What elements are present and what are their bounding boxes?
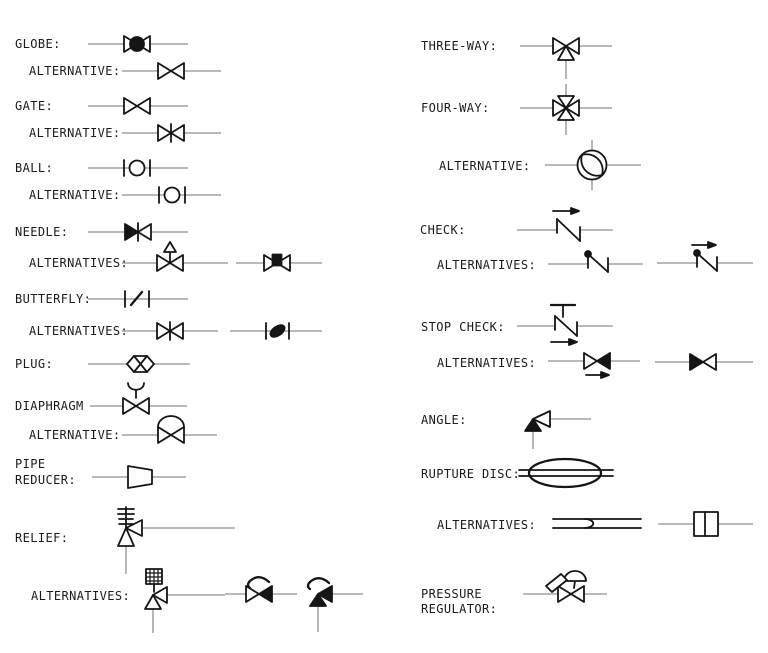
ball-alt-label: ALTERNATIVE: bbox=[29, 188, 121, 202]
ball-valve-alt-icon bbox=[122, 186, 221, 204]
needle-valve-icon bbox=[88, 222, 188, 242]
pressure-regulator-row: PRESSURE REGULATOR: bbox=[421, 570, 607, 616]
relief-valve-alt1-icon bbox=[144, 568, 225, 633]
gate-row: GATE: bbox=[15, 97, 188, 115]
check-row: CHECK: bbox=[420, 207, 613, 242]
needle-row: NEEDLE: bbox=[15, 222, 188, 242]
check-valve-alt1-icon bbox=[548, 250, 643, 273]
rupture-disc-alt1-icon bbox=[552, 518, 642, 529]
needle-valve-alt2-icon bbox=[236, 253, 322, 272]
diaphragm-alt-label: ALTERNATIVE: bbox=[29, 428, 121, 442]
ball-row: BALL: bbox=[15, 159, 188, 177]
ball-valve-icon bbox=[88, 159, 188, 177]
gate-alt-row: ALTERNATIVE: bbox=[29, 123, 221, 143]
pressure-regulator-label-2: REGULATOR: bbox=[421, 602, 497, 616]
relief-row: RELIEF: bbox=[15, 506, 235, 574]
plug-label: PLUG: bbox=[15, 357, 53, 371]
check-label: CHECK: bbox=[420, 223, 466, 237]
rupture-disc-row: RUPTURE DISC: bbox=[421, 457, 614, 489]
stop-check-row: STOP CHECK: bbox=[421, 303, 613, 346]
relief-alts-label: ALTERNATIVES: bbox=[31, 589, 130, 603]
needle-alts-label: ALTERNATIVES: bbox=[29, 256, 128, 270]
rupture-disc-alts-row: ALTERNATIVES: bbox=[437, 511, 753, 537]
stop-check-valve-icon bbox=[517, 303, 613, 346]
four-way-alt-label: ALTERNATIVE: bbox=[439, 159, 531, 173]
three-way-row: THREE-WAY: bbox=[421, 37, 612, 79]
needle-valve-alt1-icon bbox=[122, 241, 228, 272]
diaphragm-valve-icon bbox=[90, 382, 187, 415]
butterfly-alts-label: ALTERNATIVES: bbox=[29, 324, 128, 338]
ball-alt-row: ALTERNATIVE: bbox=[29, 186, 221, 204]
relief-valve-icon bbox=[117, 506, 235, 574]
check-valve-icon bbox=[517, 207, 613, 242]
check-alts-row: ALTERNATIVES: bbox=[437, 241, 753, 273]
diaphragm-row: DIAPHRAGM bbox=[15, 382, 187, 415]
ball-label: BALL: bbox=[15, 161, 53, 175]
diaphragm-valve-alt-icon bbox=[122, 415, 217, 444]
diaphragm-alt-row: ALTERNATIVE: bbox=[29, 415, 217, 444]
rupture-disc-alt2-icon bbox=[658, 511, 753, 537]
check-valve-alt2-icon bbox=[657, 241, 753, 272]
butterfly-valve-alt1-icon bbox=[122, 321, 218, 341]
needle-alts-row: ALTERNATIVES: bbox=[29, 241, 322, 272]
gate-label: GATE: bbox=[15, 99, 53, 113]
butterfly-label: BUTTERFLY: bbox=[15, 292, 91, 306]
globe-row: GLOBE: bbox=[15, 35, 188, 53]
gate-alt-label: ALTERNATIVE: bbox=[29, 126, 121, 140]
three-way-valve-icon bbox=[520, 37, 612, 79]
pipe-reducer-label-2: REDUCER: bbox=[15, 473, 76, 487]
pipe-reducer-row: PIPE REDUCER: bbox=[15, 457, 186, 489]
globe-alt-row: ALTERNATIVE: bbox=[29, 62, 221, 80]
four-way-valve-icon bbox=[520, 84, 612, 135]
four-way-valve-alt-icon bbox=[545, 140, 641, 190]
angle-row: ANGLE: bbox=[421, 410, 591, 449]
butterfly-row: BUTTERFLY: bbox=[15, 290, 188, 308]
angle-valve-icon bbox=[524, 410, 591, 449]
relief-valve-alt2-icon bbox=[225, 576, 297, 603]
pressure-regulator-icon bbox=[523, 570, 607, 603]
relief-label: RELIEF: bbox=[15, 531, 68, 545]
gate-valve-alt-icon bbox=[122, 123, 221, 143]
globe-label: GLOBE: bbox=[15, 37, 61, 51]
pressure-regulator-label-1: PRESSURE bbox=[421, 587, 482, 601]
four-way-alt-row: ALTERNATIVE: bbox=[439, 140, 641, 190]
pipe-reducer-icon bbox=[92, 465, 186, 489]
globe-valve-icon bbox=[88, 35, 188, 53]
stop-check-valve-alt2-icon bbox=[655, 353, 753, 371]
globe-alt-label: ALTERNATIVE: bbox=[29, 64, 121, 78]
needle-label: NEEDLE: bbox=[15, 225, 68, 239]
relief-valve-alt3-icon bbox=[306, 577, 363, 632]
stop-check-alts-label: ALTERNATIVES: bbox=[437, 356, 536, 370]
plug-row: PLUG: bbox=[15, 355, 190, 373]
stop-check-label: STOP CHECK: bbox=[421, 320, 505, 334]
stop-check-valve-alt1-icon bbox=[548, 352, 640, 379]
check-alts-label: ALTERNATIVES: bbox=[437, 258, 536, 272]
butterfly-valve-alt2-icon bbox=[230, 322, 322, 340]
pipe-reducer-label-1: PIPE bbox=[15, 457, 46, 471]
gate-valve-icon bbox=[88, 97, 188, 115]
relief-alts-row: ALTERNATIVES: bbox=[31, 568, 363, 633]
four-way-label: FOUR-WAY: bbox=[421, 101, 490, 115]
four-way-row: FOUR-WAY: bbox=[421, 84, 612, 135]
diaphragm-label: DIAPHRAGM bbox=[15, 399, 84, 413]
butterfly-valve-icon bbox=[88, 290, 188, 308]
rupture-disc-alts-label: ALTERNATIVES: bbox=[437, 518, 536, 532]
stop-check-alts-row: ALTERNATIVES: bbox=[437, 352, 753, 379]
angle-label: ANGLE: bbox=[421, 413, 467, 427]
rupture-disc-icon bbox=[518, 457, 614, 489]
three-way-label: THREE-WAY: bbox=[421, 39, 497, 53]
butterfly-alts-row: ALTERNATIVES: bbox=[29, 321, 322, 341]
rupture-disc-label: RUPTURE DISC: bbox=[421, 467, 520, 481]
plug-valve-icon bbox=[88, 355, 190, 373]
globe-valve-alt-icon bbox=[122, 62, 221, 80]
